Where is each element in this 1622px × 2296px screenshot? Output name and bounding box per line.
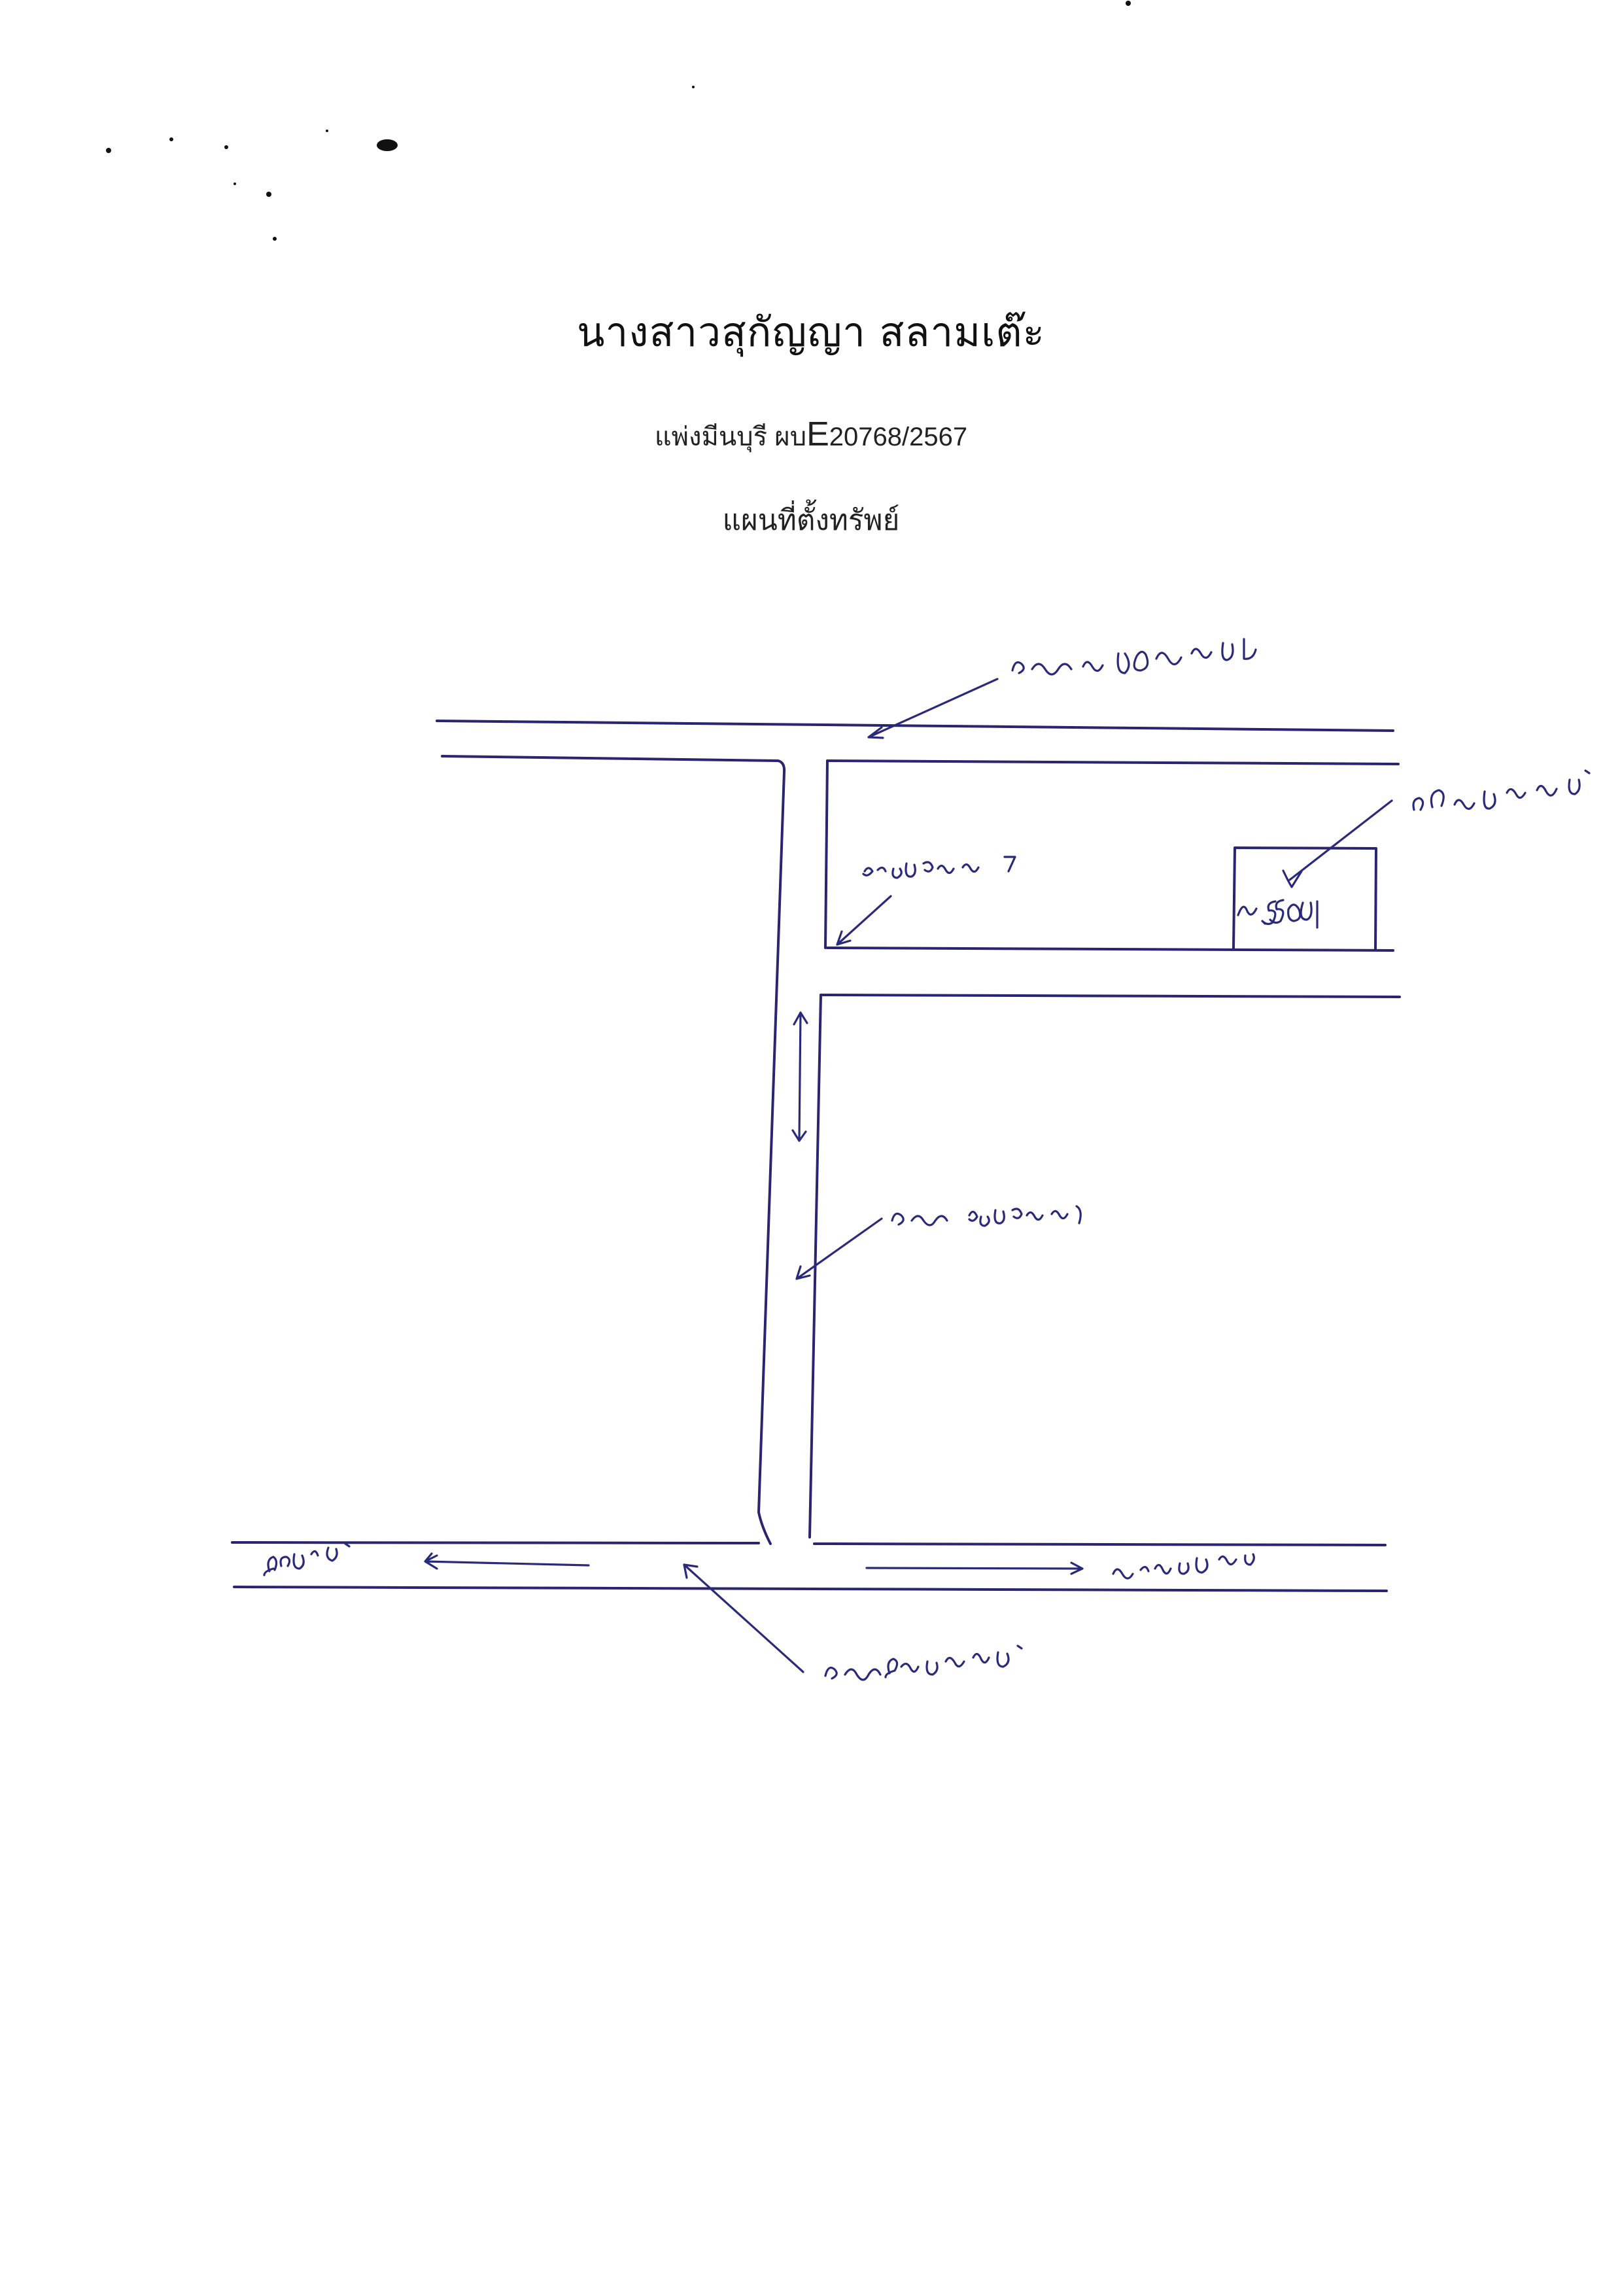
annotations bbox=[263, 638, 1591, 1681]
page-title: นางสาวสุกัญญา สลามเต๊ะ bbox=[577, 308, 1045, 356]
property-box bbox=[1232, 846, 1377, 951]
vertical-road-west-edge bbox=[757, 771, 785, 1545]
lane-south-edge bbox=[820, 994, 1401, 998]
bottom-road-north-edge-east bbox=[813, 1542, 1387, 1546]
lane-north-edge bbox=[826, 947, 1394, 952]
property-marker-icon bbox=[1282, 869, 1303, 888]
bottom-road-label bbox=[824, 1644, 1023, 1681]
top-road-label bbox=[1011, 638, 1257, 676]
lane-label bbox=[862, 856, 1016, 879]
bottom-road-south-edge bbox=[233, 1586, 1388, 1592]
case-reference: แพ่งมีนบุรี ผบE20768/2567 bbox=[0, 416, 1622, 455]
east-destination-label bbox=[1112, 1553, 1255, 1580]
map-title: แผนที่ตั้งทรัพย์ bbox=[722, 504, 900, 537]
scan-specks bbox=[106, 1, 1131, 241]
top-road-north-edge bbox=[436, 720, 1394, 732]
vertical-road-arrow-icon bbox=[795, 1217, 883, 1280]
vertical-road-label bbox=[891, 1205, 1082, 1227]
property-arrow-icon bbox=[1288, 799, 1393, 881]
property-plot bbox=[1232, 846, 1377, 951]
property-plot-label bbox=[1237, 899, 1319, 929]
west-destination-label bbox=[263, 1542, 351, 1576]
vertical-road-east-edge-upper bbox=[824, 759, 829, 949]
court-label: แพ่งมีนบุรี ผบ bbox=[654, 423, 807, 451]
bottom-road-arrow-icon bbox=[683, 1563, 804, 1673]
west-direction-arrow-icon bbox=[424, 1552, 590, 1570]
east-direction-arrow-icon bbox=[865, 1561, 1084, 1575]
case-letter: E bbox=[806, 415, 829, 453]
top-road-south-edge-east bbox=[826, 759, 1400, 765]
bottom-road-north-edge-west bbox=[231, 1541, 760, 1544]
top-road-arrow-icon bbox=[867, 678, 999, 739]
case-number: 20768/2567 bbox=[829, 423, 968, 451]
property-label bbox=[1412, 769, 1591, 811]
roads bbox=[231, 720, 1401, 1592]
double-arrow-icon bbox=[791, 1011, 808, 1142]
top-road-south-edge-west bbox=[441, 755, 786, 773]
lane-arrow-icon bbox=[836, 895, 892, 946]
